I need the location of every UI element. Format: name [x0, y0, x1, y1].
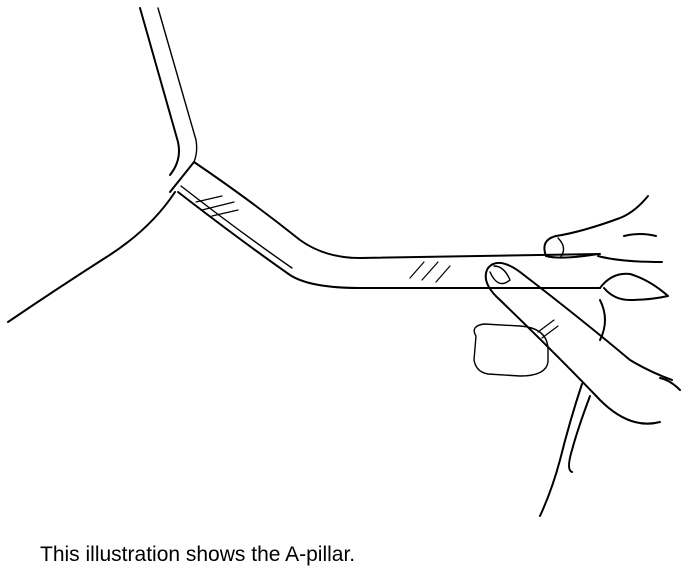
trim-clip-pad	[473, 323, 549, 377]
caption: This illustration shows the A-pillar.	[40, 543, 356, 566]
windshield-edge	[139, 7, 198, 176]
a-pillar-illustration	[7, 7, 681, 517]
pillar-trim	[169, 161, 601, 289]
glare-marks	[195, 195, 559, 339]
door-curve	[7, 191, 176, 323]
hands	[484, 195, 681, 517]
